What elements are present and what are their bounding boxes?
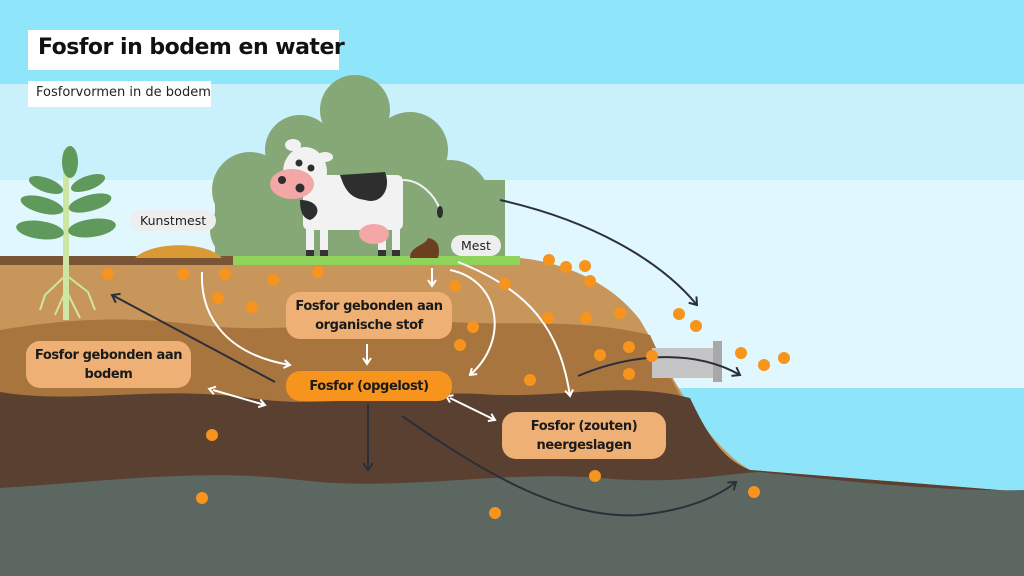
phosphorus-particle	[646, 350, 658, 362]
flow-arrows-dark	[110, 199, 742, 517]
phosphorus-particles	[102, 254, 790, 519]
phosphorus-particle	[267, 274, 279, 286]
phosphorus-particle	[102, 268, 114, 280]
phosphorus-particle	[623, 341, 635, 353]
phosphorus-particle	[778, 352, 790, 364]
label-organic-bound: Fosfor gebonden aan organische stof	[286, 292, 452, 339]
phosphorus-particle	[196, 492, 208, 504]
phosphorus-particle	[690, 320, 702, 332]
phosphorus-particle	[543, 254, 555, 266]
phosphorus-particle	[449, 280, 461, 292]
phosphorus-particle	[735, 347, 747, 359]
phosphorus-particle	[614, 307, 626, 319]
bedrock	[0, 472, 1024, 576]
phosphorus-particle	[212, 292, 224, 304]
phosphorus-particle	[524, 374, 536, 386]
phosphorus-particle	[584, 275, 596, 287]
phosphorus-particle	[623, 368, 635, 380]
phosphorus-particle	[246, 301, 258, 313]
label-dissolved: Fosfor (opgelost)	[286, 371, 452, 401]
phosphorus-particle	[219, 268, 231, 280]
phosphorus-particle	[454, 339, 466, 351]
phosphorus-particle	[579, 260, 591, 272]
plant	[16, 146, 116, 320]
label-kunstmest: Kunstmest	[130, 210, 217, 231]
phosphorus-particle	[748, 486, 760, 498]
fertilizer-heap	[135, 245, 222, 258]
phosphorus-particle	[758, 359, 770, 371]
phosphorus-particle	[580, 312, 592, 324]
manure-pile	[410, 238, 439, 258]
label-precipitated-salts: Fosfor (zouten) neergeslagen	[502, 412, 666, 459]
phosphorus-particle	[594, 349, 606, 361]
phosphorus-particle	[177, 268, 189, 280]
grass-strip	[233, 256, 520, 265]
phosphorus-particle	[467, 321, 479, 333]
page-title: Fosfor in bodem en water	[28, 30, 345, 70]
phosphorus-particle	[673, 308, 685, 320]
phosphorus-particle	[542, 312, 554, 324]
cow	[270, 139, 443, 256]
phosphorus-particle	[560, 261, 572, 273]
page-subtitle: Fosforvormen in de bodem	[28, 81, 211, 107]
label-soil-bound: Fosfor gebonden aan bodem	[26, 341, 191, 388]
field-strip	[0, 256, 233, 265]
drain-pipe	[652, 341, 722, 382]
phosphorus-particle	[206, 429, 218, 441]
phosphorus-particle	[489, 507, 501, 519]
phosphorus-particle	[312, 266, 324, 278]
phosphorus-particle	[589, 470, 601, 482]
label-mest: Mest	[451, 235, 501, 256]
phosphorus-particle	[499, 278, 511, 290]
flow-arrows-white	[200, 261, 574, 422]
